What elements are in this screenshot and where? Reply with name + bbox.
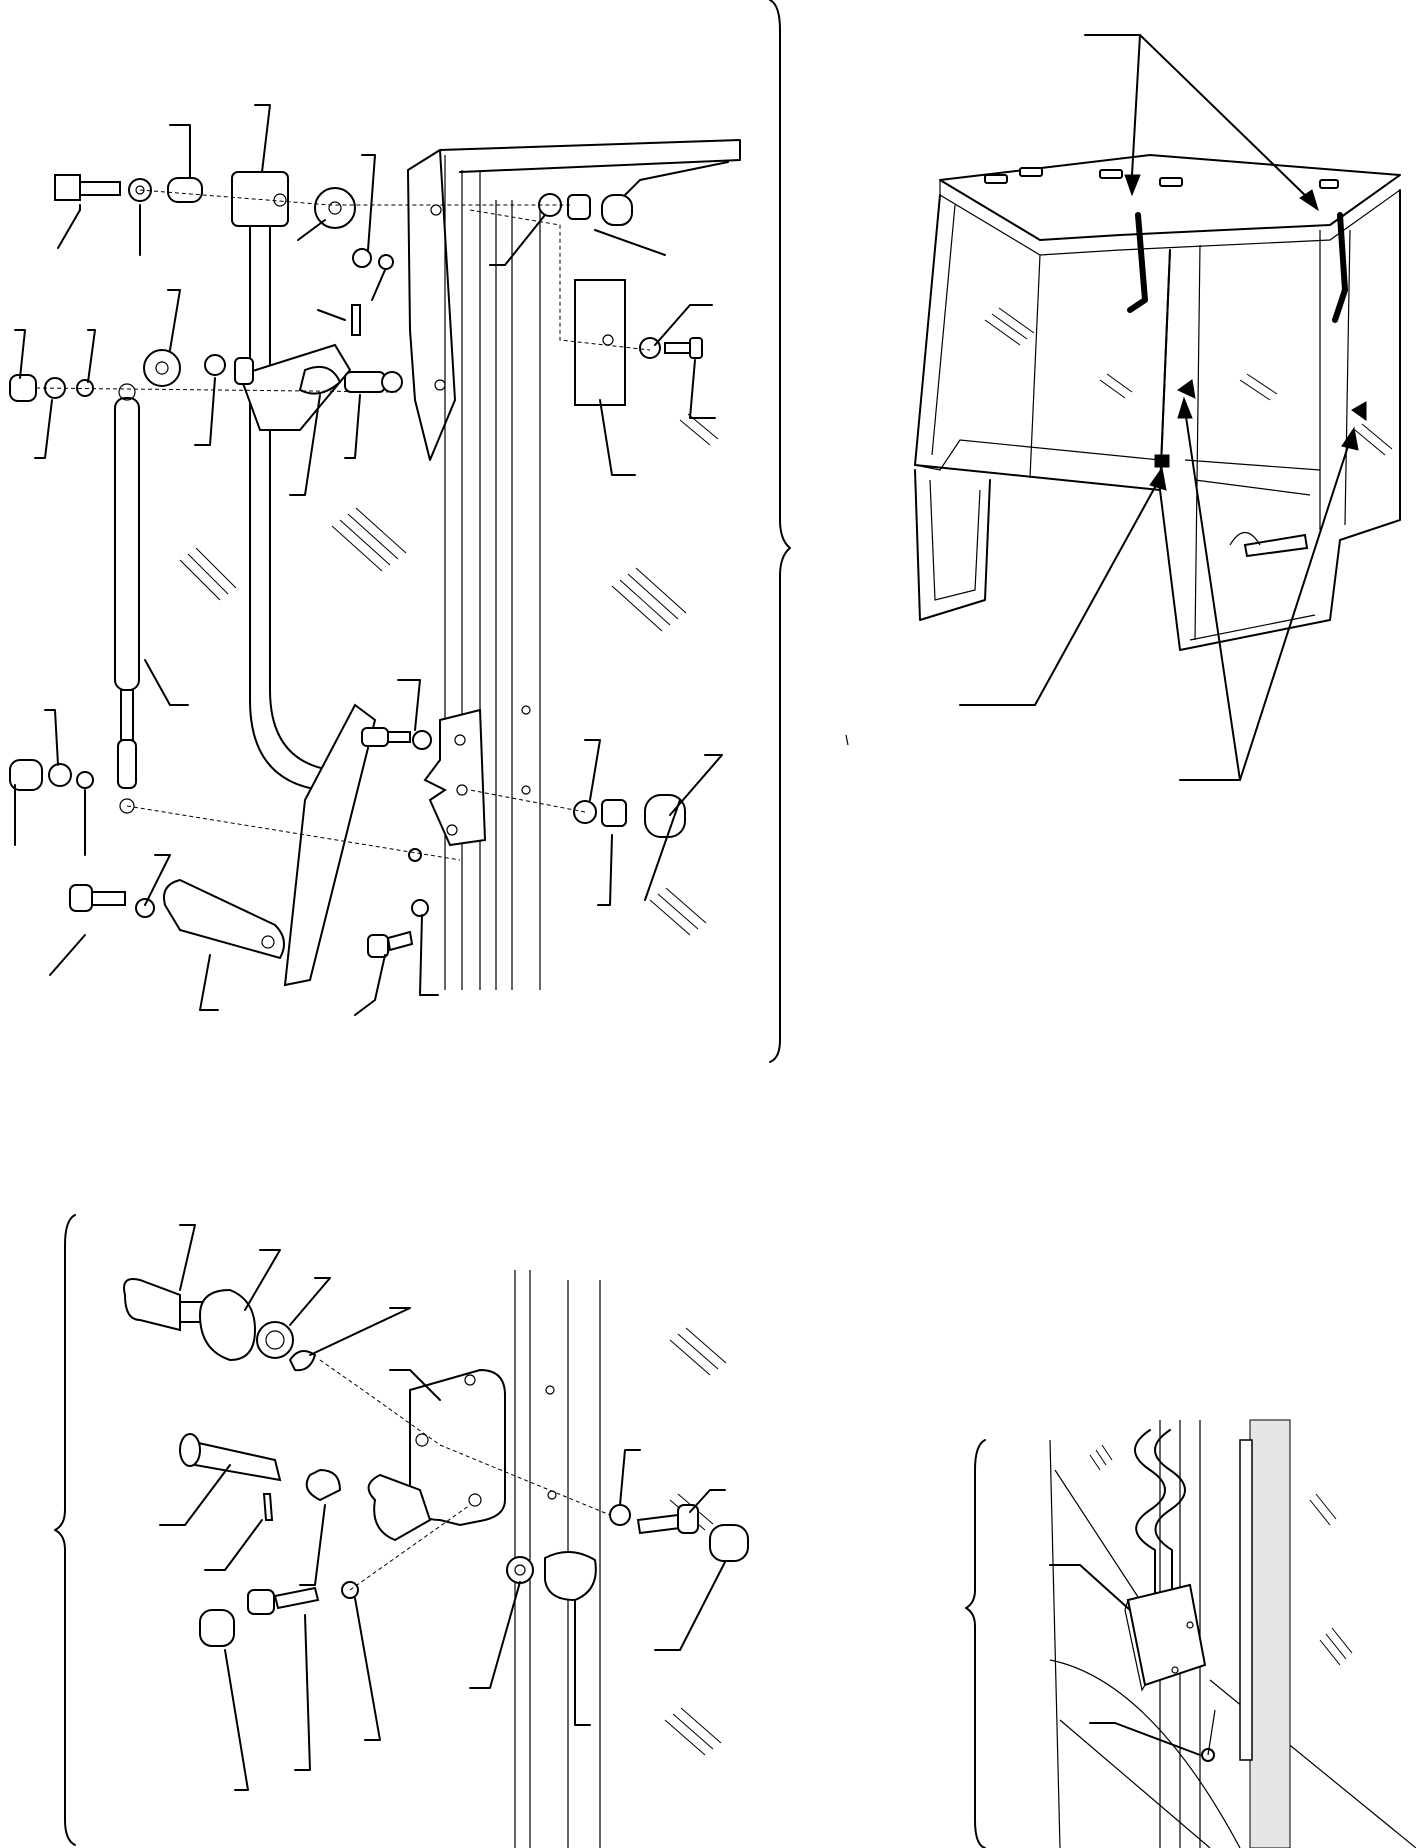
leader-1-11	[654, 304, 713, 346]
leader-1-23	[44, 709, 59, 766]
leader-1-4	[254, 104, 271, 173]
leader-4-2	[1089, 1722, 1201, 1756]
leader-1-1	[57, 204, 81, 249]
leader-3-8	[299, 1504, 326, 1586]
leader-3-11	[654, 1561, 726, 1651]
latch-rod	[231, 171, 332, 792]
leader-1-35	[669, 754, 723, 816]
leader-1-6	[361, 154, 376, 251]
leader-1-19	[317, 309, 346, 321]
leader-3-13	[574, 1599, 591, 1726]
leader-1-28	[199, 954, 219, 1011]
leader-3-5	[389, 1369, 441, 1401]
cab-frame-post	[407, 139, 741, 990]
cab-overview-panel	[845, 34, 1401, 781]
leader-3-7	[204, 1519, 263, 1571]
cab-roof	[939, 154, 1401, 241]
leader-1-32	[584, 739, 601, 801]
leader-3-15	[294, 1614, 311, 1771]
leader-1-17	[34, 399, 53, 459]
leader-1-15	[14, 329, 26, 379]
leader-1-3	[169, 124, 191, 179]
gas-strut	[114, 383, 140, 814]
leader-1-20	[289, 394, 321, 496]
leader-3-4	[309, 1307, 411, 1356]
leader-1-13	[599, 399, 636, 476]
leader-1-18	[194, 377, 216, 446]
callout-leaders-panel-2	[959, 34, 1359, 781]
hardware-bottom-row	[9, 727, 686, 958]
seal-strip	[1249, 1419, 1291, 1848]
leader-1-22	[144, 659, 189, 706]
leader-3-14	[354, 1597, 381, 1741]
leader-1-34	[644, 799, 681, 901]
assembly-centerlines	[35, 189, 651, 861]
leader-2-2	[959, 477, 1161, 706]
latch-bracket	[423, 708, 487, 847]
hardware-mid-row	[9, 304, 403, 402]
cab-front-side	[1159, 189, 1401, 651]
hardware-top-row	[54, 174, 703, 359]
lever-arm	[163, 703, 377, 987]
leader-3-16	[224, 1649, 249, 1791]
leader-1-26	[144, 854, 171, 906]
callout-leaders-panel-4	[1049, 1564, 1201, 1756]
latch-mechanism-panel	[54, 1214, 749, 1848]
leader-3-10	[689, 1489, 726, 1513]
leader-2-3	[1179, 409, 1241, 781]
leader-3-1	[179, 1224, 196, 1291]
leader-1-10	[489, 214, 546, 266]
leader-1-31	[419, 914, 439, 996]
leader-1-33	[597, 834, 613, 906]
door-stop-bumper	[1126, 1583, 1207, 1687]
leader-1-7	[371, 269, 386, 301]
leader-3-6	[159, 1464, 231, 1526]
leader-1-21	[344, 394, 361, 459]
leader-1-29	[397, 679, 421, 731]
leader-1-5	[297, 219, 326, 241]
door-latch-linkage-panel	[9, 0, 791, 1063]
leader-1-9	[594, 229, 666, 256]
leader-3-2	[244, 1249, 281, 1311]
door-stop-panel	[965, 1419, 1416, 1848]
panel-brace-right	[769, 0, 791, 1063]
leader-1-8	[624, 161, 729, 196]
leader-1-27	[49, 934, 86, 976]
leader-1-14	[167, 289, 181, 351]
leader-3-9	[619, 1449, 641, 1506]
leader-1-30	[354, 954, 386, 1016]
rubber-block	[574, 279, 626, 406]
highlighted-latch-rods	[1127, 212, 1367, 468]
leader-2-1	[1084, 34, 1141, 176]
callout-leaders-panel-1	[14, 104, 729, 1016]
leader-1-16	[87, 329, 96, 383]
panel-brace-small	[965, 1439, 986, 1848]
leader-3-3	[289, 1277, 331, 1326]
leader-4-1	[1049, 1564, 1131, 1611]
leader-3-12	[469, 1581, 521, 1689]
panel-brace-left	[54, 1214, 76, 1846]
latch-mechanism-parts	[123, 1278, 749, 1647]
leader-1-12	[689, 359, 716, 419]
callout-leaders-panel-3	[159, 1224, 726, 1791]
